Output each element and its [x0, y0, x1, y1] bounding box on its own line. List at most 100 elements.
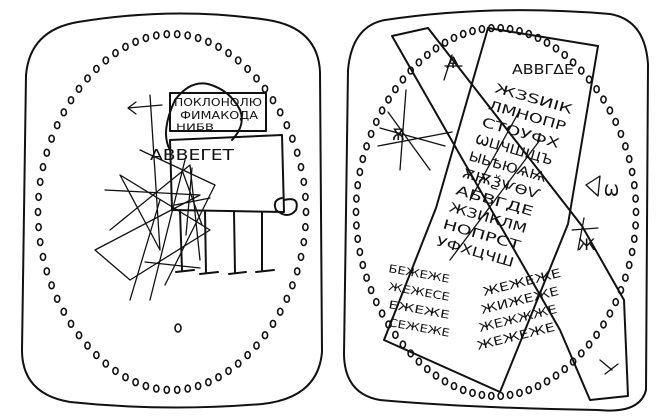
- side-letter-1: Ѫ: [392, 125, 405, 144]
- border-dot: [593, 84, 600, 94]
- border-dot: [415, 58, 423, 67]
- border-dot: [552, 44, 560, 53]
- border-dot: [293, 148, 301, 157]
- border-dot: [367, 129, 375, 139]
- border-dot: [356, 167, 364, 177]
- border-dot: [39, 162, 47, 172]
- border-dot: [234, 56, 242, 65]
- border-dot: [35, 192, 42, 202]
- border-dot: [48, 134, 55, 143]
- lower-dot: [174, 323, 182, 333]
- border-dot: [363, 142, 370, 151]
- border-dot: [622, 273, 629, 282]
- border-dot: [215, 373, 222, 382]
- border-dot: [269, 95, 277, 105]
- border-dot: [432, 371, 440, 380]
- border-dot: [399, 75, 407, 84]
- border-dot: [300, 177, 308, 187]
- border-dot: [487, 391, 495, 401]
- border-dot: [102, 56, 110, 65]
- border-dot: [75, 84, 83, 94]
- border-dot: [244, 350, 251, 360]
- border-dot: [132, 37, 139, 46]
- border-dot: [525, 385, 533, 395]
- border-dot: [423, 364, 431, 374]
- border-dot: [478, 390, 486, 400]
- right-tablet-dot-border: [352, 23, 640, 401]
- right-diagonal-strip: [391, 27, 629, 401]
- border-dot: [516, 26, 523, 36]
- border-dot: [184, 384, 192, 393]
- border-dot: [93, 350, 100, 360]
- border-dot: [261, 84, 269, 94]
- border-dot: [367, 285, 375, 295]
- border-dot: [423, 50, 431, 60]
- border-dot: [53, 294, 61, 303]
- border-dot: [122, 42, 129, 51]
- border-dot: [48, 281, 55, 290]
- border-dot: [372, 297, 380, 307]
- border-dot: [612, 297, 620, 307]
- border-dot: [372, 117, 380, 127]
- border-dot: [302, 207, 310, 217]
- border-dot: [132, 378, 139, 387]
- border-dot: [577, 349, 585, 358]
- border-dot: [283, 120, 291, 130]
- border-dot: [625, 260, 633, 270]
- border-dot: [632, 194, 639, 203]
- border-dot: [173, 30, 181, 39]
- left-tablet-dot-border: [34, 30, 310, 394]
- side-letter-2: Ж: [578, 235, 595, 254]
- border-dot: [378, 309, 386, 318]
- border-dot: [301, 222, 309, 232]
- border-dot: [543, 377, 551, 386]
- border-dot: [577, 66, 585, 75]
- border-dot: [112, 48, 119, 58]
- border-dot: [152, 31, 160, 40]
- border-dot: [534, 33, 542, 43]
- border-dot: [215, 42, 222, 51]
- border-dot: [561, 364, 569, 374]
- border-dot: [300, 237, 308, 247]
- border-dot: [385, 95, 392, 104]
- border-dot: [600, 95, 607, 104]
- border-dot: [122, 373, 129, 382]
- border-dot: [84, 74, 91, 83]
- border-dot: [459, 29, 467, 39]
- border-dot: [617, 129, 625, 139]
- border-dot: [152, 384, 160, 393]
- border-dot: [173, 385, 181, 394]
- border-dot: [459, 385, 467, 395]
- border-dot: [34, 207, 42, 217]
- border-dot: [283, 294, 291, 303]
- border-dot: [585, 75, 593, 84]
- border-dot: [628, 247, 636, 257]
- border-dot: [469, 26, 476, 36]
- border-dot: [478, 24, 486, 34]
- border-dot: [93, 64, 100, 74]
- border-dot: [378, 106, 386, 115]
- border-dot: [276, 307, 284, 316]
- border-dot: [276, 108, 284, 117]
- border-dot: [630, 234, 638, 244]
- border-dot: [469, 388, 476, 398]
- border-dot: [288, 281, 296, 290]
- border-dot: [204, 37, 212, 46]
- border-dot: [391, 330, 399, 339]
- border-dot: [163, 30, 171, 39]
- border-dot: [112, 366, 119, 376]
- border-dot: [497, 391, 505, 401]
- border-dot: [269, 319, 277, 328]
- border-dot: [36, 177, 44, 187]
- border-dot: [569, 58, 577, 67]
- border-dot: [450, 381, 458, 391]
- right-top-letter: Ѧ: [446, 53, 460, 72]
- border-dot: [204, 378, 212, 387]
- first-alphabet-line: ABBΓΔE: [512, 63, 574, 78]
- border-dot: [225, 366, 232, 376]
- border-dot: [606, 106, 614, 115]
- border-dot: [606, 309, 614, 318]
